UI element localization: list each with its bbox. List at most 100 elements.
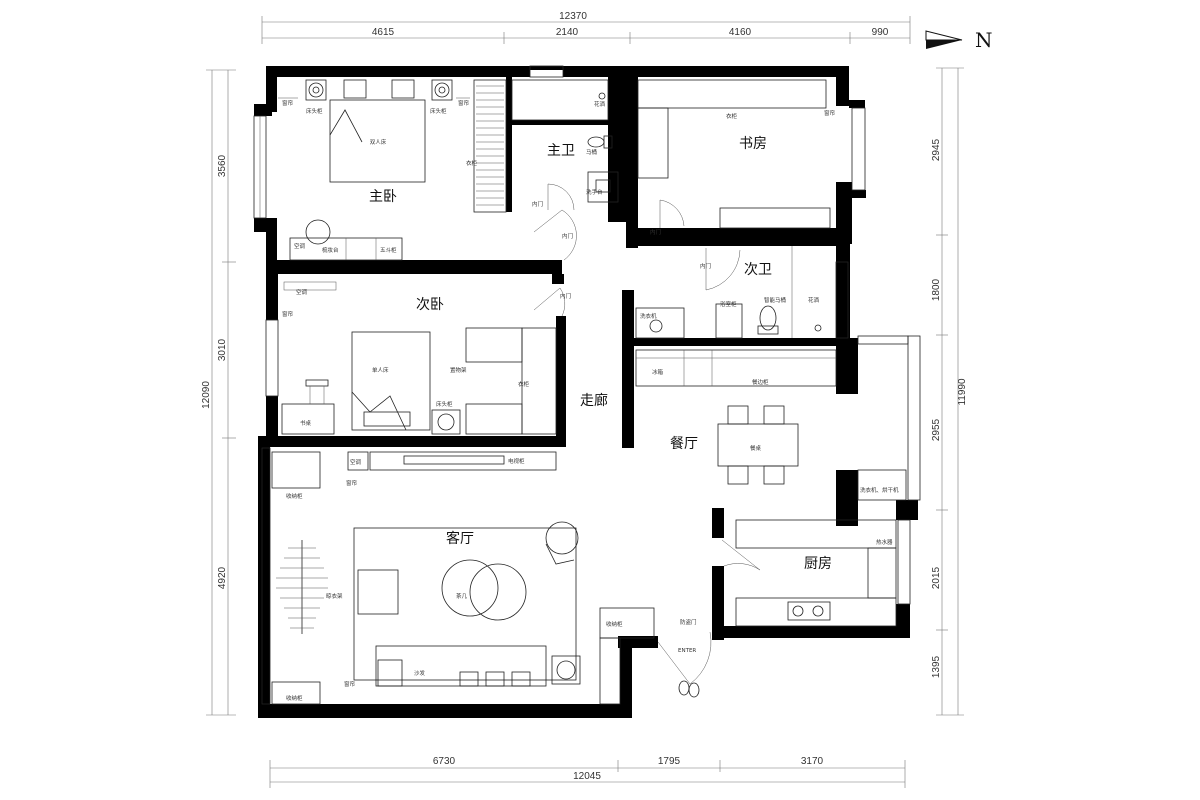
shower-icon xyxy=(814,324,822,332)
room-label-kitchen: 厨房 xyxy=(804,556,832,572)
compass: N xyxy=(925,28,993,52)
dimensions-left: 3560 3010 4920 12090 xyxy=(201,69,236,716)
enter-mark: ENTER xyxy=(678,648,696,654)
tea-table xyxy=(441,559,499,617)
room-label-corridor: 走廊 xyxy=(580,392,608,409)
dining-table-label: 餐桌 xyxy=(750,444,762,452)
living-room: 客厅 电视柜 空调 窗帘 茶几 沙发 晾衣架 收纳柜 收纳柜 窗帘 收纳柜 xyxy=(271,451,655,705)
shower-icon xyxy=(598,92,606,100)
dim-right-seg: 1395 xyxy=(931,655,942,678)
curtain-label: 窗帘 xyxy=(282,310,294,318)
single-bed xyxy=(351,331,431,431)
dim-top-seg: 4615 xyxy=(372,27,395,38)
nightstand-label: 床头柜 xyxy=(430,107,447,115)
smart-toilet-label: 智能马桶 xyxy=(764,296,787,304)
room-label-master-bath: 主卫 xyxy=(547,143,575,159)
wash-area-label: 洗衣机、烘干机 xyxy=(860,486,899,494)
water-heater-label: 热水器 xyxy=(876,538,893,546)
storage-cabinet-label: 收纳柜 xyxy=(286,694,303,702)
master-bedroom: 双人床 床头柜 床头柜 窗帘 窗帘 主卧 空调 梳妆台 五斗柜 衣柜 xyxy=(278,79,507,261)
dim-bottom-total: 12045 xyxy=(573,771,601,782)
toilet-icon xyxy=(759,305,777,331)
curtain-label: 窗帘 xyxy=(282,99,294,107)
compass-label: N xyxy=(975,28,993,52)
dim-left-seg: 3010 xyxy=(217,338,228,361)
curtain-label: 窗帘 xyxy=(344,680,356,688)
room-label-second-bedroom: 次卧 xyxy=(416,297,444,313)
door-label: 内门 xyxy=(560,292,571,300)
single-bed-label: 单人床 xyxy=(372,366,389,374)
room-label-master-bedroom: 主卧 xyxy=(369,189,397,205)
dimensions-bottom: 6730 1795 3170 12045 xyxy=(269,756,906,788)
dimensions-right: 2945 1800 2955 2015 1395 11990 xyxy=(931,67,968,716)
curtain-label: 窗帘 xyxy=(458,99,470,107)
master-wardrobe xyxy=(473,79,507,213)
storage-shelf xyxy=(465,327,523,363)
nightstand-label: 床头柜 xyxy=(436,400,453,408)
double-bed xyxy=(329,99,426,183)
double-bed-label: 双人床 xyxy=(370,138,387,146)
wardrobe-label: 衣柜 xyxy=(466,159,478,167)
sofa-label: 沙发 xyxy=(414,669,426,677)
footprint-icon xyxy=(678,680,700,698)
desk-label: 书桌 xyxy=(300,419,312,427)
walls xyxy=(254,66,918,718)
tv-cabinet xyxy=(369,451,557,471)
toilet-icon xyxy=(587,136,605,148)
toilet-label: 马桶 xyxy=(586,148,598,156)
ac-label: 空调 xyxy=(350,458,362,466)
dim-bottom-seg: 3170 xyxy=(801,756,824,767)
dim-top-seg: 4160 xyxy=(729,27,752,38)
storage-cabinet-label: 收纳柜 xyxy=(606,620,623,628)
door-label: 内门 xyxy=(532,200,543,208)
door-label: 内门 xyxy=(650,228,661,236)
dining-table xyxy=(717,423,799,467)
dim-right-seg: 2955 xyxy=(931,418,942,441)
door-label: 内门 xyxy=(700,262,711,270)
fridge-label: 冰箱 xyxy=(652,368,664,376)
nightstand-label: 床头柜 xyxy=(306,107,323,115)
storage-cabinet-label: 收纳柜 xyxy=(286,492,303,500)
dim-left-seg: 3560 xyxy=(217,154,228,177)
security-door-label: 防盗门 xyxy=(680,618,697,626)
rack-label: 晾衣架 xyxy=(326,592,343,600)
washbasin-label: 洗手台 xyxy=(586,188,603,196)
dim-bottom-seg: 6730 xyxy=(433,756,456,767)
curtain-label: 窗帘 xyxy=(824,109,836,117)
dimensions-top: 12370 4615 2140 4160 990 xyxy=(261,11,911,44)
dim-left-total: 12090 xyxy=(201,381,212,409)
tv-cabinet-label: 电视柜 xyxy=(508,457,525,465)
bath-cabinet-label: 浴室柜 xyxy=(720,300,737,308)
room-label-second-bath: 次卫 xyxy=(744,262,772,278)
ac-label: 空调 xyxy=(296,288,308,296)
dim-right-seg: 1800 xyxy=(931,278,942,301)
dim-top-seg: 990 xyxy=(872,27,889,38)
room-label-living: 客厅 xyxy=(446,530,474,547)
dim-right-total: 11990 xyxy=(957,378,968,406)
chest-label: 五斗柜 xyxy=(380,246,397,254)
storage-shelf-label: 置物架 xyxy=(450,366,467,374)
shower-label: 花洒 xyxy=(808,296,820,304)
second-bath: 次卫 浴室柜 智能马桶 花洒 洗衣机 内门 xyxy=(635,246,822,339)
tea-table-label: 茶几 xyxy=(456,592,468,600)
dim-top-total: 12370 xyxy=(559,11,587,22)
master-bath: 主卫 马桶 洗手台 花洒 内门 xyxy=(511,79,619,211)
wardrobe-label: 衣柜 xyxy=(726,112,738,120)
dim-right-seg: 2945 xyxy=(931,138,942,161)
kitchen: 厨房 热水器 xyxy=(721,519,897,627)
dresser-label: 梳妆台 xyxy=(322,246,339,254)
dim-top-seg: 2140 xyxy=(556,27,579,38)
ac-label: 空调 xyxy=(294,242,306,250)
dim-left-seg: 4920 xyxy=(217,566,228,589)
shower-label: 花洒 xyxy=(594,100,606,108)
storage-cabinet xyxy=(271,451,321,489)
dim-right-seg: 2015 xyxy=(931,566,942,589)
dim-bottom-seg: 1795 xyxy=(658,756,681,767)
wardrobe-label: 衣柜 xyxy=(518,380,530,388)
dining-room: 冰箱 餐边柜 餐桌 餐厅 洗衣机、烘干机 xyxy=(635,349,907,501)
room-label-dining: 餐厅 xyxy=(670,436,698,452)
washer-label: 洗衣机 xyxy=(640,312,657,320)
room-label-study: 书房 xyxy=(739,136,767,152)
sideboard-label: 餐边柜 xyxy=(752,378,769,386)
